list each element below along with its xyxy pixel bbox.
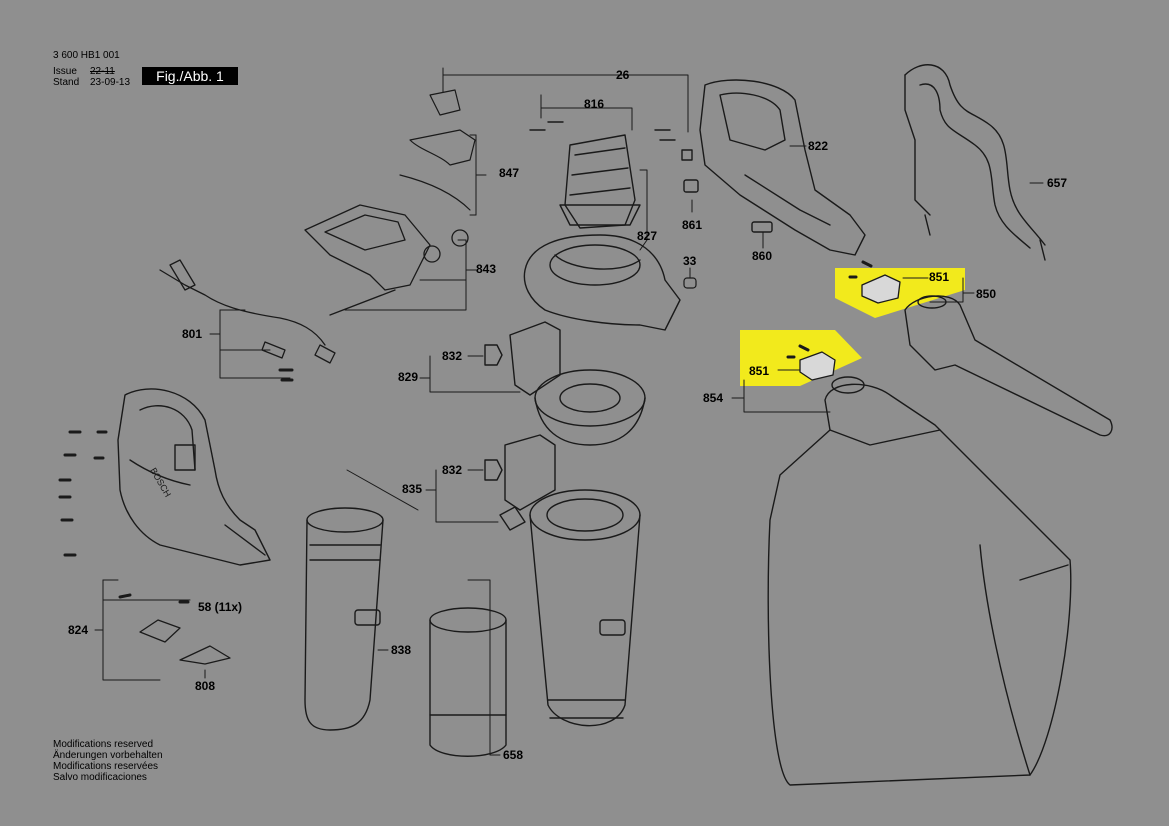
shoulder-strap-657 [904,64,1046,261]
footer-note-es: Salvo modificaciones [53,772,147,783]
part-label-816: 816 [584,97,605,111]
part-label-801: 801 [182,327,203,341]
part-label-824: 824 [68,623,89,637]
part-label-851-lower: 851 [749,364,770,378]
issue-label: Issue [53,66,77,77]
footer-note-fr: Modifications reservées [53,761,159,772]
part-33 [683,277,697,289]
document-number: 3 600 HB1 001 [53,50,120,61]
wiring-847 [399,89,476,211]
footer-note-en: Modifications reserved [53,739,154,750]
callout-lines [94,67,1044,756]
highlight-area-851-lower [740,330,862,386]
upper-housing-822 [681,79,866,256]
svg-text:BOSCH: BOSCH [148,466,173,499]
part-label-860: 860 [752,249,773,263]
part-label-33: 33 [683,254,697,268]
issue-value: 22-11 [90,66,115,77]
motor-816 [529,121,676,229]
part-label-827: 827 [637,229,658,243]
suction-tube-850 [904,295,1113,437]
figure-label: Fig./Abb. 1 [142,67,238,85]
stand-value: 23-09-13 [90,77,131,88]
impeller-housing-829 [484,321,646,446]
handle-lever-843 [304,204,469,316]
stand-label: Stand [53,77,80,88]
power-cord-801 [159,259,336,382]
part-label-26: 26 [616,68,630,82]
small-parts-808 [139,619,231,665]
part-label-829: 829 [398,370,419,384]
collection-bag-854 [767,376,1072,786]
part-label-843: 843 [476,262,497,276]
footer-note-de: Änderungen vorbehalten [53,750,163,761]
part-label-822: 822 [808,139,829,153]
blow-tube-838 [304,507,384,731]
housing-half-824: BOSCH [117,388,271,566]
part-label-854: 854 [703,391,724,405]
tube-housing-835 [484,434,641,727]
fan-cover-827 [523,234,681,331]
part-label-58: 58 (11x) [198,600,243,614]
part-label-850: 850 [976,287,997,301]
screws-58 [58,430,190,604]
clips-851 [786,260,901,381]
part-label-832-lower: 832 [442,463,463,477]
part-label-832-upper: 832 [442,349,463,363]
part-label-658: 658 [503,748,524,762]
adapter-658 [429,607,507,757]
part-label-861: 861 [682,218,703,232]
highlight-area-851-upper [835,268,965,318]
part-label-835: 835 [402,482,423,496]
part-label-838: 838 [391,643,412,657]
part-label-657: 657 [1047,176,1068,190]
part-label-808: 808 [195,679,216,693]
part-label-847: 847 [499,166,520,180]
part-label-851-upper: 851 [929,270,950,284]
